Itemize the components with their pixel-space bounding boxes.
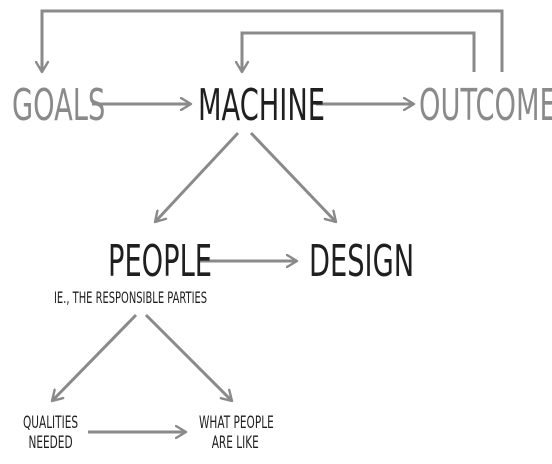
arrow-people-to-what-people	[144, 313, 232, 401]
arrow-people-to-qualities	[52, 313, 138, 401]
node-people-note: IE., THE RESPONSIBLE PARTIES	[54, 288, 208, 307]
arrow-outcomes-to-machine	[242, 31, 476, 72]
what-people-line-1: WHAT PEOPLE	[199, 413, 274, 433]
node-design: DESIGN	[309, 236, 415, 287]
node-outcomes: OUTCOMES	[419, 80, 552, 131]
what-people-line-2: ARE LIKE	[211, 432, 259, 453]
node-qualities-needed: QUALITIES NEEDED	[22, 413, 79, 453]
arrow-outcomes-to-goals	[42, 9, 504, 72]
arrow-machine-to-people	[155, 131, 240, 222]
node-machine: MACHINE	[198, 80, 325, 131]
arrow-machine-to-design	[249, 131, 336, 222]
qualities-line-2: NEEDED	[28, 432, 73, 453]
node-what-people-are-like: WHAT PEOPLE ARE LIKE	[199, 413, 274, 453]
qualities-line-1: QUALITIES	[22, 413, 79, 433]
node-people: PEOPLE	[108, 236, 213, 287]
node-goals: GOALS	[12, 80, 106, 131]
